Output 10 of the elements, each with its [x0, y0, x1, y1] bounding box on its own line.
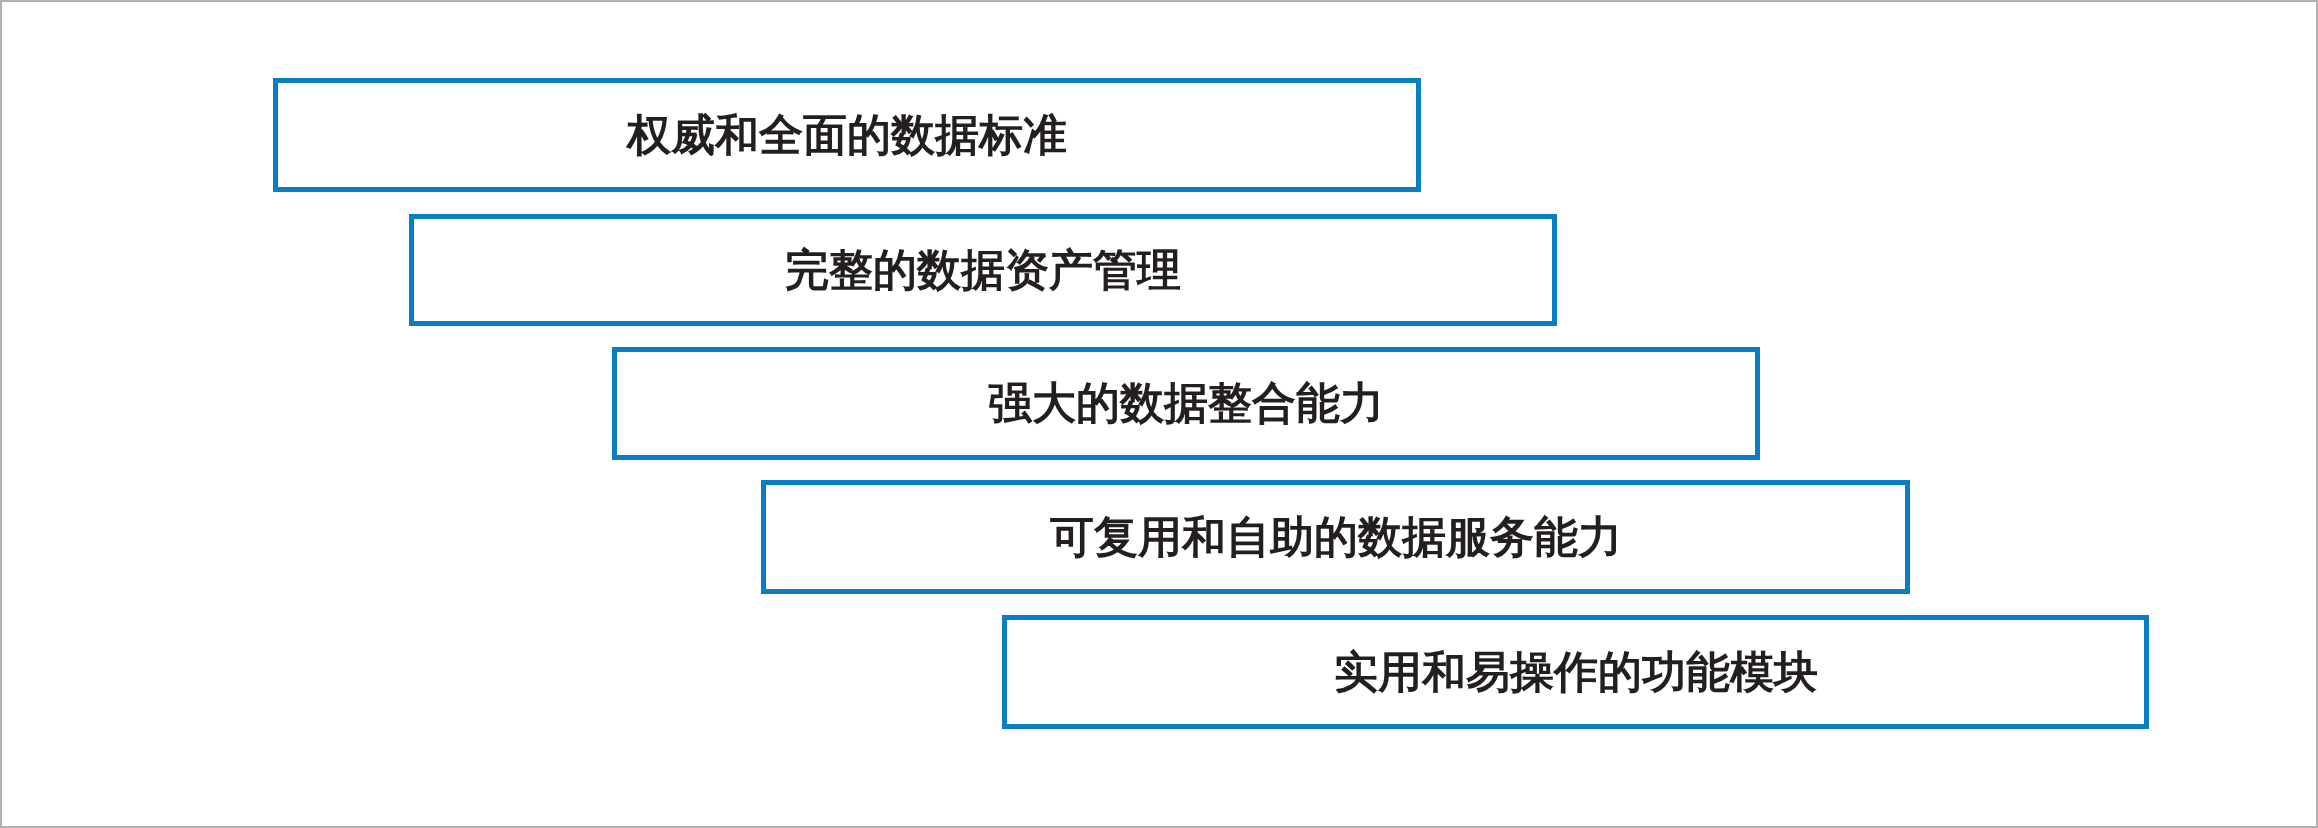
- text-box: [761, 480, 1910, 594]
- text-box: [612, 347, 1760, 460]
- text-box: [409, 214, 1557, 326]
- box-label: 实用和易操作的功能模块: [1333, 644, 1818, 699]
- box-label: 权威和全面的数据标准: [627, 107, 1067, 162]
- text-box: [1002, 615, 2149, 729]
- box-label: 完整的数据资产管理: [785, 242, 1181, 297]
- box-label: 可复用和自助的数据服务能力: [1049, 509, 1622, 564]
- box-label: 强大的数据整合能力: [988, 376, 1384, 430]
- text-box: [273, 78, 1421, 192]
